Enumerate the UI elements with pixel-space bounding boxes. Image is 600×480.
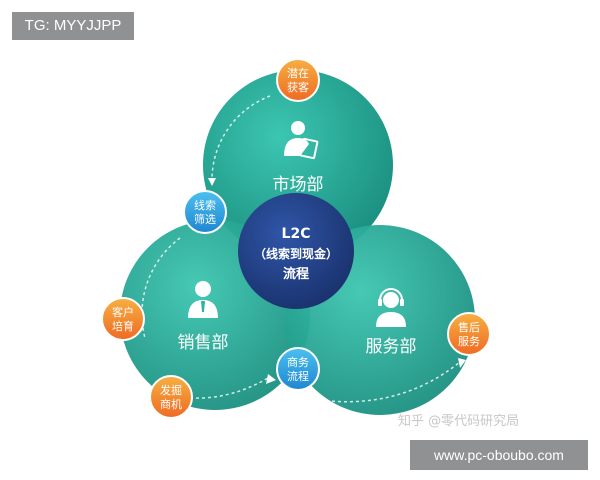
center-circle	[238, 193, 354, 309]
center-line-2: （线索到现金）	[254, 246, 338, 261]
svg-text:培育: 培育	[112, 319, 134, 333]
footer-watermark: www.pc-oboubo.com	[410, 440, 588, 470]
badge-screen: 线索 筛选	[183, 190, 227, 234]
svg-text:线索: 线索	[194, 198, 216, 212]
badge-mine: 发掘 商机	[149, 375, 193, 419]
svg-text:潜在: 潜在	[287, 66, 309, 80]
svg-text:筛选: 筛选	[194, 212, 216, 226]
svg-text:售后: 售后	[458, 320, 480, 334]
headset-agent-icon	[376, 288, 406, 327]
svg-text:服务: 服务	[458, 335, 480, 348]
svg-text:商务: 商务	[287, 355, 309, 369]
flow-arc-service	[319, 361, 461, 403]
svg-text:获客: 获客	[287, 80, 309, 94]
svg-text:客户: 客户	[112, 305, 134, 319]
badge-nurture: 客户 培育	[101, 297, 145, 341]
marketing-label: 市场部	[273, 175, 324, 195]
flow-arc-bottom	[189, 377, 269, 399]
badge-after-sales: 售后 服务	[447, 312, 491, 356]
zhihu-watermark: 知乎 @零代码研究局	[398, 414, 520, 429]
badge-acquire: 潜在 获客	[276, 58, 320, 102]
businessman-icon	[188, 281, 218, 318]
marketing-circle	[203, 70, 393, 260]
badge-business: 商务 流程	[276, 347, 320, 391]
center-line-3: 流程	[283, 266, 309, 282]
sales-label: 销售部	[178, 333, 229, 353]
svg-text:发掘: 发掘	[160, 383, 182, 397]
service-label: 服务部	[366, 337, 417, 357]
arrow-head-1	[208, 178, 216, 186]
arrow-head-2	[266, 374, 276, 384]
arrow-head-3	[458, 358, 466, 368]
center-line-1: L2C	[282, 226, 311, 242]
tag-watermark: TG: MYYJJPP	[12, 12, 134, 40]
svg-text:流程: 流程	[287, 369, 309, 383]
person-with-document-icon	[284, 121, 319, 160]
svg-text:商机: 商机	[160, 397, 182, 411]
flow-arc-marketing	[211, 95, 271, 179]
